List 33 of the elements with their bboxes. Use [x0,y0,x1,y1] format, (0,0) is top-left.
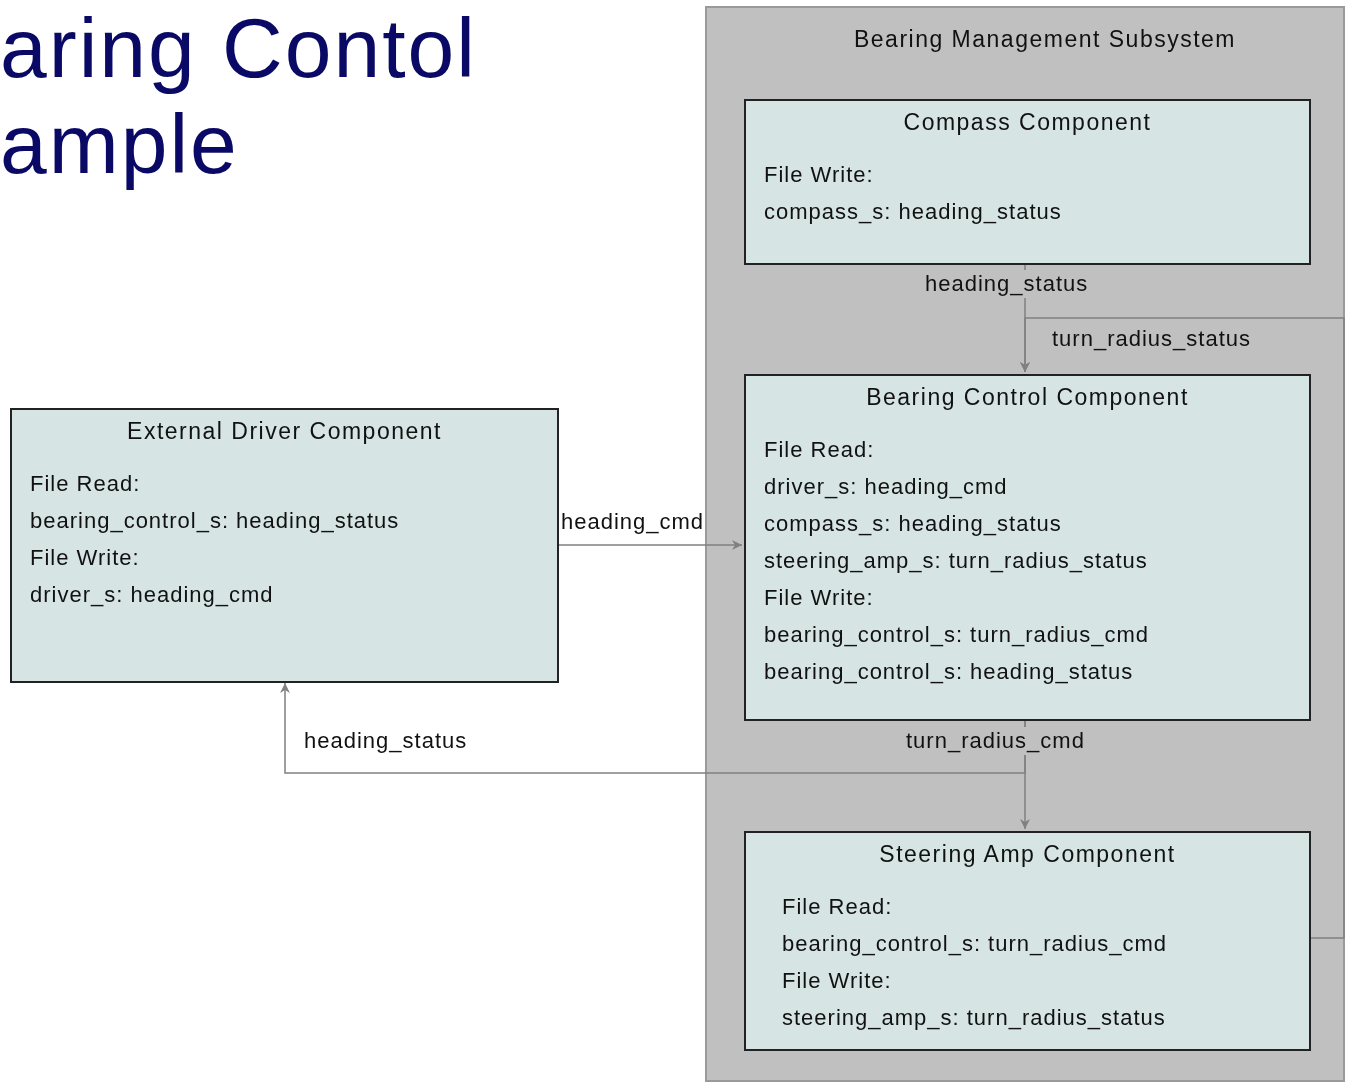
component-title: Steering Amp Component [878,840,1177,869]
file-entry: compass_s: heading_status [764,509,1062,538]
file-entry: File Write: [764,583,874,612]
file-entry: bearing_control_s: heading_status [30,506,400,535]
component-title: Bearing Control Component [865,383,1190,412]
edge-label: turn_radius_cmd [905,727,1086,755]
connector-arrow [558,540,743,550]
file-entry: compass_s: heading_status [764,197,1062,226]
component-box [744,831,1311,1051]
file-entry: driver_s: heading_cmd [30,580,274,609]
component-title: Compass Component [902,108,1153,137]
file-entry: File Read: [782,892,893,921]
component-box [744,374,1311,721]
diagram-title: aring Contol ample [0,0,478,192]
component-box [10,408,559,683]
file-entry: bearing_control_s: heading_status [764,657,1134,686]
file-entry: driver_s: heading_cmd [764,472,1008,501]
file-entry: bearing_control_s: turn_radius_cmd [764,620,1149,649]
file-entry: File Write: [764,160,874,189]
connector-arrow [280,682,1026,774]
file-entry: File Read: [30,469,141,498]
component-title: External Driver Component [126,417,443,446]
connector-arrow [1020,317,1345,939]
subsystem-panel [705,6,1345,1082]
file-entry: File Write: [782,966,892,995]
edge-label: heading_status [924,270,1090,298]
file-entry: steering_amp_s: turn_radius_status [782,1003,1166,1032]
file-entry: steering_amp_s: turn_radius_status [764,546,1148,575]
component-box [744,99,1311,265]
file-entry: File Read: [764,435,875,464]
file-entry: File Write: [30,543,140,572]
file-entry: bearing_control_s: turn_radius_cmd [782,929,1167,958]
component-title: Bearing Management Subsystem [852,25,1238,54]
